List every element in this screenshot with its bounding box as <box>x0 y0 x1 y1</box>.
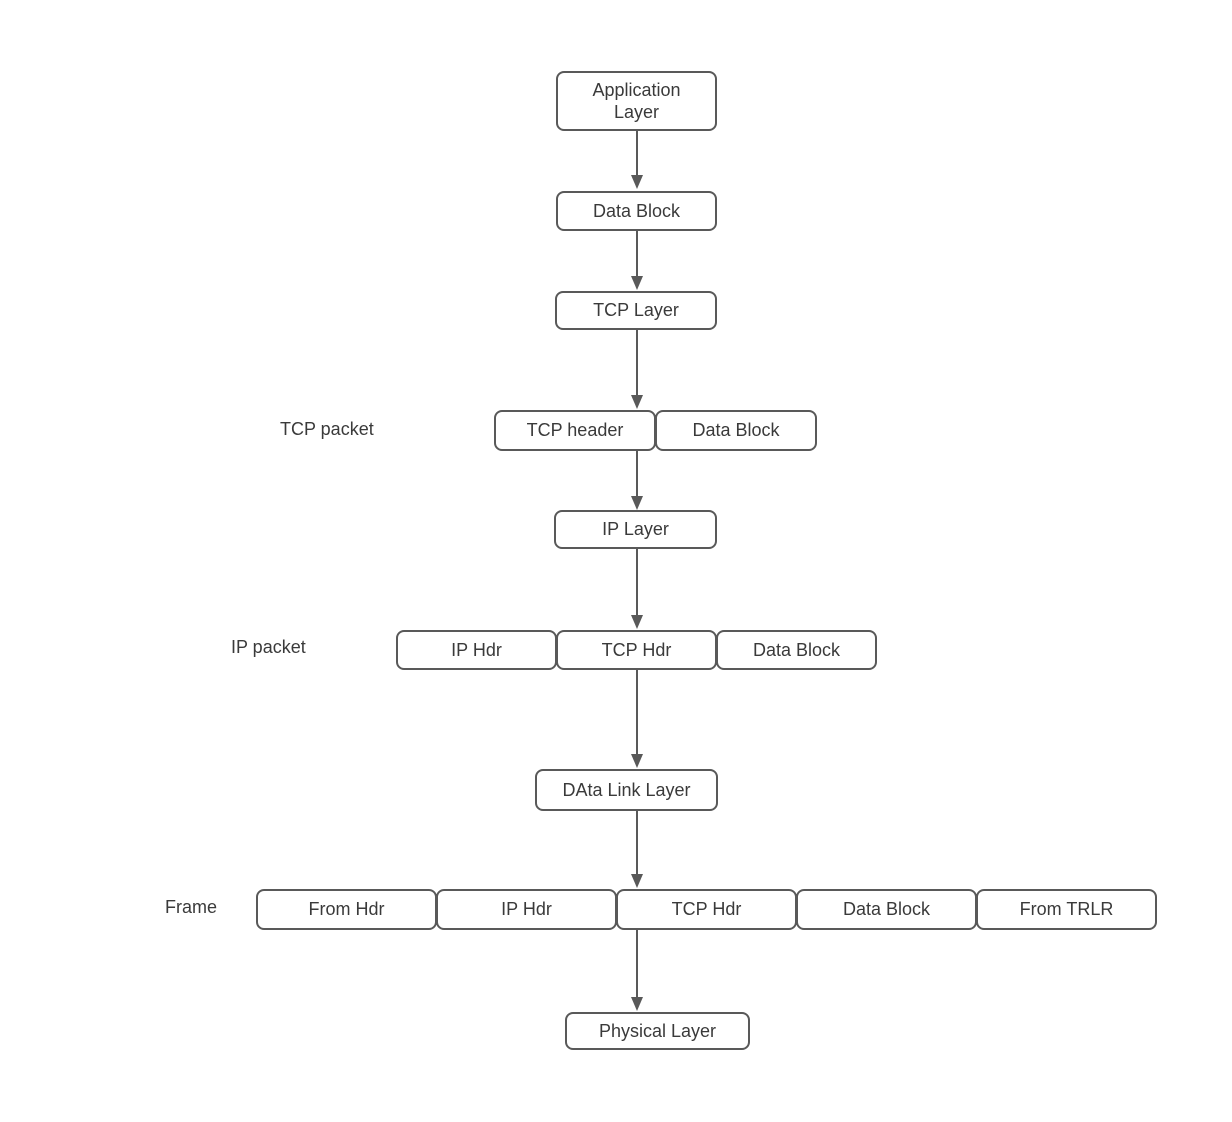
arrow-line <box>635 811 638 874</box>
node-frame-data-block-label: Data Block <box>842 899 931 920</box>
arrow-line <box>635 930 638 997</box>
node-tcp-layer-label: TCP Layer <box>593 300 679 321</box>
node-frame-tcp-hdr: TCP Hdr <box>616 889 797 930</box>
arrow-ippacket-to-datalink <box>630 670 643 768</box>
node-ip-packet-tcp-hdr-label: TCP Hdr <box>601 639 672 660</box>
row-label-frame: Frame <box>165 897 218 917</box>
arrow-tcplayer-to-tcppacket <box>630 330 643 409</box>
node-frame-from-trlr: From TRLR <box>976 889 1157 930</box>
arrow-line <box>635 670 638 754</box>
node-frame-tcp-hdr-label: TCP Hdr <box>671 899 742 920</box>
arrow-line <box>635 131 638 175</box>
arrow-head-icon <box>630 874 643 888</box>
node-frame-from-trlr-label: From TRLR <box>1019 899 1114 920</box>
node-data-block-top: Data Block <box>556 191 717 231</box>
node-frame-from-hdr-label: From Hdr <box>308 899 385 920</box>
node-frame-data-block: Data Block <box>796 889 977 930</box>
node-application-layer-label: Application Layer <box>592 79 681 123</box>
arrow-head-icon <box>630 395 643 409</box>
arrow-head-icon <box>630 276 643 290</box>
arrow-tcppacket-to-iplayer <box>630 451 643 510</box>
node-data-link-layer-label: DAta Link Layer <box>562 779 691 800</box>
node-frame-ip-hdr: IP Hdr <box>436 889 617 930</box>
node-ip-layer-label: IP Layer <box>602 519 669 540</box>
node-tcp-header-label: TCP header <box>526 420 624 441</box>
node-frame-from-hdr: From Hdr <box>256 889 437 930</box>
arrow-frame-to-physical <box>630 930 643 1011</box>
node-tcp-layer: TCP Layer <box>555 291 717 330</box>
arrow-head-icon <box>630 754 643 768</box>
node-tcp-packet-data-block-label: Data Block <box>692 420 780 441</box>
arrow-datalink-to-frame <box>630 811 643 888</box>
arrow-head-icon <box>630 997 643 1011</box>
node-ip-packet-ip-hdr: IP Hdr <box>396 630 557 670</box>
arrow-datablock-to-tcplayer <box>630 231 643 290</box>
node-ip-layer: IP Layer <box>554 510 717 549</box>
node-frame-ip-hdr-label: IP Hdr <box>501 899 552 920</box>
node-physical-layer-label: Physical Layer <box>598 1020 717 1041</box>
node-tcp-header: TCP header <box>494 410 656 451</box>
node-ip-packet-data-block: Data Block <box>716 630 877 670</box>
arrow-head-icon <box>630 615 643 629</box>
row-label-tcp-packet: TCP packet <box>280 419 374 439</box>
node-data-block-top-label: Data Block <box>592 200 681 221</box>
node-tcp-packet-data-block: Data Block <box>655 410 817 451</box>
arrow-line <box>635 231 638 276</box>
node-application-layer: Application Layer <box>556 71 717 131</box>
node-ip-packet-tcp-hdr: TCP Hdr <box>556 630 717 670</box>
row-label-ip-packet: IP packet <box>231 637 306 657</box>
arrow-iplayer-to-ippacket <box>630 549 643 629</box>
node-physical-layer: Physical Layer <box>565 1012 750 1050</box>
arrow-application-to-datablock <box>630 131 643 189</box>
arrow-head-icon <box>630 175 643 189</box>
arrow-line <box>635 451 638 496</box>
arrow-line <box>635 549 638 615</box>
node-data-link-layer: DAta Link Layer <box>535 769 718 811</box>
arrow-head-icon <box>630 496 643 510</box>
arrow-line <box>635 330 638 395</box>
node-ip-packet-ip-hdr-label: IP Hdr <box>451 639 502 660</box>
node-ip-packet-data-block-label: Data Block <box>752 639 841 660</box>
